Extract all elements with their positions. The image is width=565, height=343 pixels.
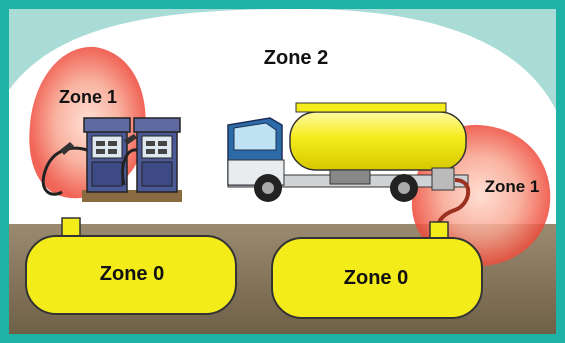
zone0-left-label: Zone 0 [100, 263, 164, 285]
zone1-right-label: Zone 1 [485, 177, 540, 196]
zone2-label: Zone 2 [264, 47, 328, 69]
zone0-right-label: Zone 0 [344, 267, 408, 289]
zone1-left-label: Zone 1 [59, 87, 117, 107]
